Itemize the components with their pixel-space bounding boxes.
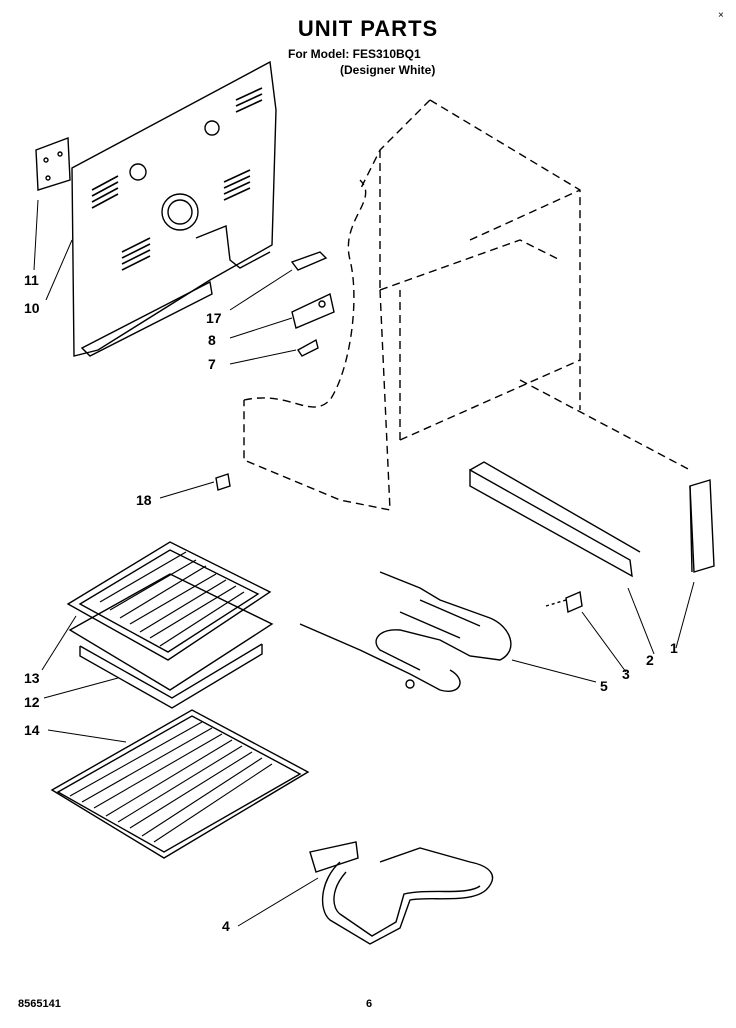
- cover-plate-part: [35, 137, 71, 191]
- cabinet-outline: [243, 99, 691, 511]
- broiler-pan-part: [68, 573, 274, 709]
- base-rail-part: [469, 461, 641, 578]
- side-trim-part: [689, 479, 715, 573]
- callout-2: 2: [646, 652, 654, 668]
- oven-rack-part: [50, 709, 310, 859]
- callout-1: 1: [670, 640, 678, 656]
- callout-3: 3: [622, 666, 630, 682]
- page-title: UNIT PARTS: [297, 16, 439, 41]
- callout-4: 4: [222, 918, 230, 934]
- callout-8: 8: [208, 332, 216, 348]
- callout-12: 12: [24, 694, 40, 710]
- callout-18: 18: [136, 492, 152, 508]
- broil-element-part: [299, 571, 512, 692]
- callout-7: 7: [208, 356, 216, 372]
- small-parts: [215, 251, 335, 491]
- page-number: 6: [366, 998, 373, 1010]
- model-info: For Model: FES310BQ1 (Designer White): [288, 46, 435, 78]
- callout-14: 14: [24, 722, 40, 738]
- callout-11: 11: [24, 272, 39, 288]
- bake-element-part: [309, 841, 494, 945]
- model-number: For Model: FES310BQ1: [288, 47, 421, 61]
- callout-5: 5: [600, 678, 608, 694]
- model-color: (Designer White): [340, 63, 436, 77]
- leader-lines: [33, 199, 695, 927]
- callout-10: 10: [24, 300, 40, 316]
- broiler-grid-part: [66, 541, 272, 661]
- corner-mark: ×: [718, 10, 724, 21]
- clip-part-3: [545, 590, 583, 614]
- doc-number: 8565141: [18, 998, 61, 1010]
- callout-17: 17: [206, 310, 222, 326]
- callout-13: 13: [24, 670, 40, 686]
- rear-panel-part: [71, 60, 277, 357]
